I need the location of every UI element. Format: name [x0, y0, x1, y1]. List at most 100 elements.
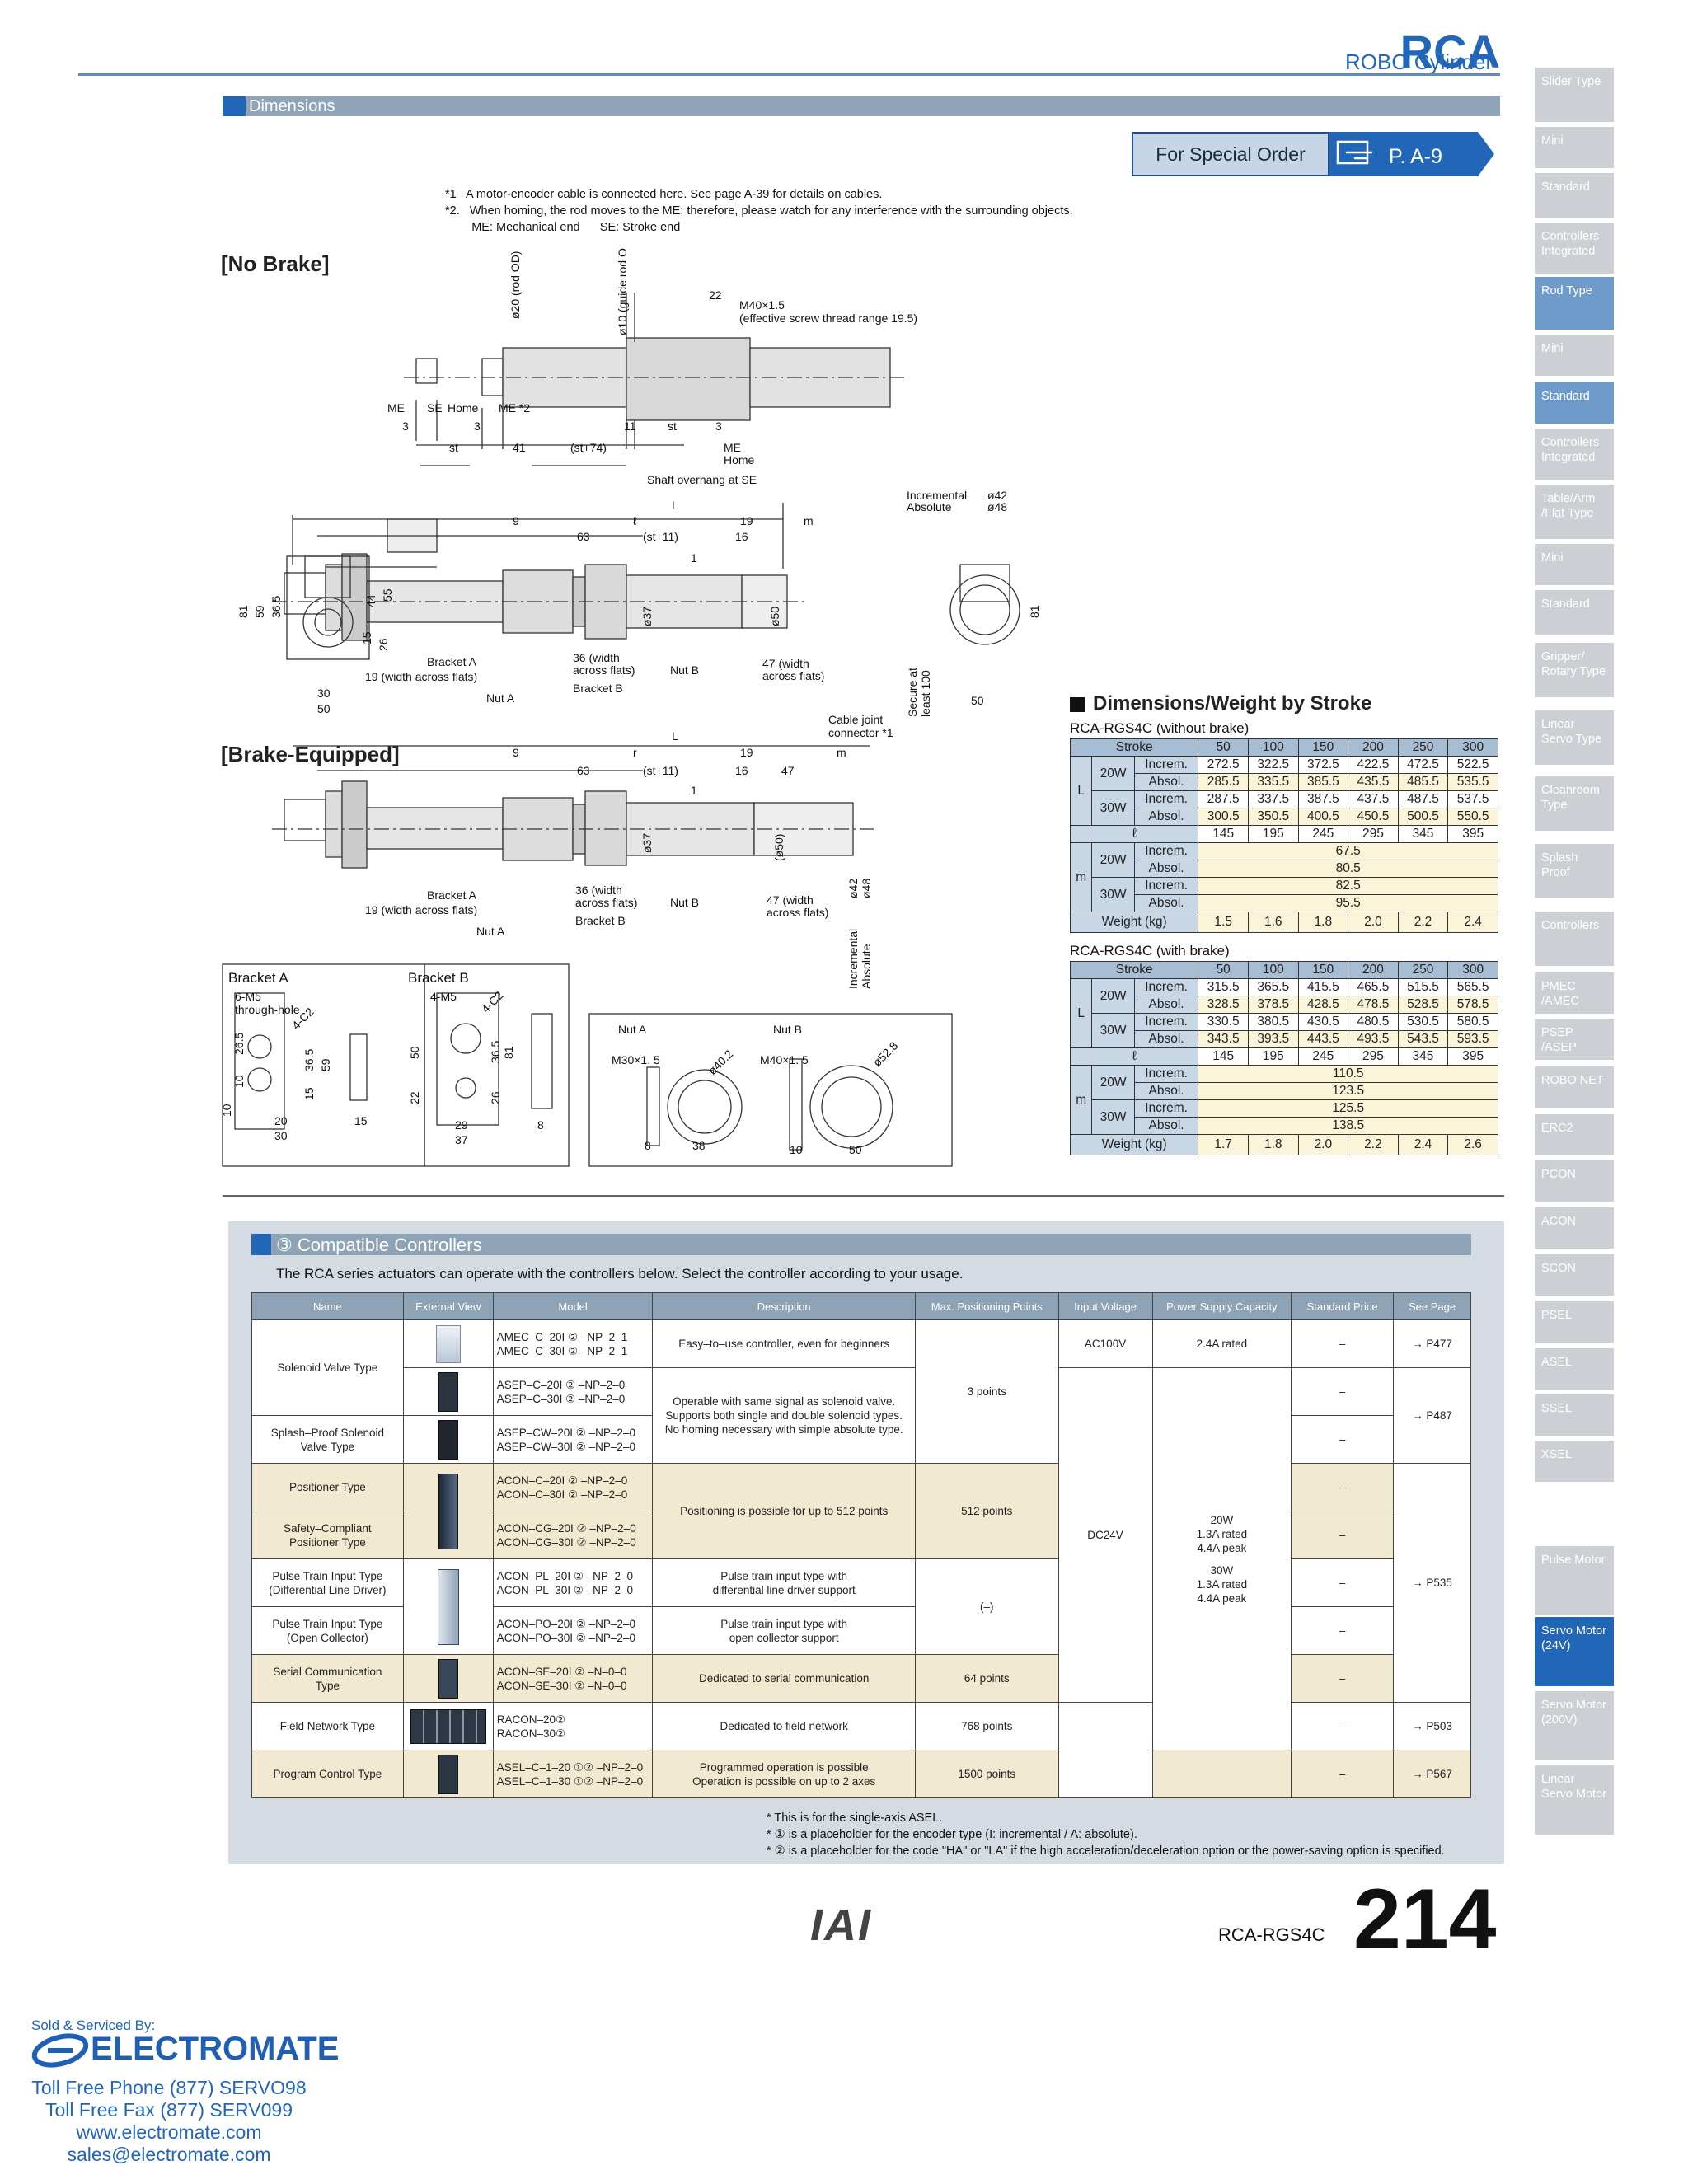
nav-controllers[interactable]: Controllers — [1535, 912, 1614, 966]
nav-xsel[interactable]: XSEL — [1535, 1441, 1614, 1482]
br-63: 63 — [577, 764, 590, 777]
controller-image — [402, 1750, 494, 1798]
nav-erc2[interactable]: ERC2 — [1535, 1114, 1614, 1155]
dims-section: Dimensions/Weight by Stroke RCA-RGS4C (w… — [1069, 692, 1498, 1155]
nb-50b: 50 — [317, 702, 331, 715]
nav-ssel[interactable]: SSEL — [1535, 1394, 1614, 1436]
nav-slider-type[interactable]: Slider Type — [1535, 68, 1614, 122]
lbl-se: SE — [427, 401, 443, 415]
nb-81b: 81 — [1028, 605, 1041, 618]
controller-image — [402, 1654, 494, 1703]
nut-m40: M40×1. 5 — [760, 1053, 809, 1066]
special-page: P. A-9 — [1389, 145, 1442, 168]
nb-w47b: across flats) — [762, 669, 824, 682]
br-w47: 47 (width — [767, 893, 814, 907]
nb-63: 63 — [577, 530, 590, 543]
br-L: L — [672, 729, 678, 743]
nav-pcon[interactable]: PCON — [1535, 1160, 1614, 1202]
br-19: 19 — [740, 746, 753, 759]
nb-50: ø50 — [768, 607, 781, 626]
nav-rod-type[interactable]: Rod Type — [1535, 277, 1614, 330]
nav-table-arm[interactable]: Table/Arm /Flat Type — [1535, 485, 1614, 539]
nb-42: ø42 — [987, 489, 1007, 502]
nav-psel[interactable]: PSEL — [1535, 1301, 1614, 1343]
nav-gripper[interactable]: Gripper/ Rotary Type — [1535, 643, 1614, 697]
br-nutA: Nut A — [476, 925, 505, 938]
nb-50c: 50 — [971, 694, 984, 707]
nb-nutB: Nut B — [670, 663, 699, 677]
nut-528: ø52.8 — [870, 1038, 901, 1069]
electromate-logo-icon — [31, 2033, 89, 2068]
lbl-3b: 3 — [474, 419, 481, 433]
nb-nutA: Nut A — [486, 691, 515, 705]
br-1: 1 — [691, 784, 697, 797]
lbl-st: st — [449, 441, 458, 454]
nav-acon[interactable]: ACON — [1535, 1207, 1614, 1249]
nav-table-standard[interactable]: Standard — [1535, 590, 1614, 635]
br-9: 9 — [513, 746, 519, 759]
lbl-3: 3 — [402, 419, 409, 433]
bk-15: 15 — [302, 1087, 316, 1100]
nav-table-mini[interactable]: Mini — [1535, 544, 1614, 585]
controller-footnotes: * This is for the single-axis ASEL. * ① … — [767, 1811, 1445, 1858]
bk-29: 29 — [455, 1118, 468, 1132]
nav-rod-controllers[interactable]: Controllers Integrated — [1535, 429, 1614, 480]
nav-slider-mini[interactable]: Mini — [1535, 127, 1614, 168]
nb-abs: Absolute — [907, 500, 952, 513]
iai-logo: IAI — [810, 1900, 873, 1950]
bk-10b: 10 — [220, 1104, 233, 1117]
lbl-me2: ME *2 — [499, 401, 530, 415]
brand-subtitle: ROBO Cylinder — [1345, 49, 1493, 74]
electromate-name: ELECTROMATE — [91, 2031, 340, 2067]
nav-pmec[interactable]: PMEC /AMEC — [1535, 972, 1614, 1014]
bk-m5b: 4-M5 — [430, 990, 457, 1003]
lbl-m40b: (effective screw thread range 19.5) — [739, 312, 917, 325]
nav-slider-controllers[interactable]: Controllers Integrated — [1535, 223, 1614, 274]
nb-w19: 19 (width across flats) — [365, 670, 477, 683]
page-number: 214 — [1353, 1872, 1497, 1967]
website-link[interactable]: www.electromate.com — [76, 2121, 262, 2143]
lbl-home2: Home — [724, 453, 755, 466]
nut-a-label: Nut A — [618, 1023, 647, 1036]
bk-10: 10 — [232, 1075, 246, 1088]
nut-38: 38 — [692, 1139, 706, 1152]
nb-inc: Incremental — [907, 489, 967, 502]
nav-splash-proof[interactable]: Splash Proof — [1535, 844, 1614, 898]
controller-image — [402, 1415, 494, 1464]
nut-8: 8 — [645, 1139, 651, 1152]
nav-psep[interactable]: PSEP /ASEP — [1535, 1019, 1614, 1060]
nb-secure2: least 100 — [919, 670, 932, 717]
lbl-home: Home — [448, 401, 479, 415]
nav-slider-standard[interactable]: Standard — [1535, 173, 1614, 218]
nav-pulse-motor[interactable]: Pulse Motor — [1535, 1546, 1614, 1615]
nut-m30: M30×1. 5 — [612, 1053, 660, 1066]
no-brake-heading: [No Brake] — [221, 251, 330, 276]
nav-robonet[interactable]: ROBO NET — [1535, 1066, 1614, 1108]
footer-model: RCA-RGS4C — [1218, 1924, 1325, 1945]
email-link[interactable]: sales@electromate.com — [67, 2144, 271, 2165]
special-order-link[interactable]: P. A-9 — [1329, 132, 1494, 176]
br-r: r — [633, 746, 637, 759]
nav-cleanroom[interactable]: Cleanroom Type — [1535, 776, 1614, 831]
bk-m5a2: through-hole — [235, 1003, 300, 1016]
nb-st11: (st+11) — [643, 530, 678, 543]
nav-rod-mini[interactable]: Mini — [1535, 335, 1614, 376]
note-3: ME: Mechanical end SE: Stroke end — [445, 221, 681, 234]
nav-linear-servo-motor[interactable]: Linear Servo Motor — [1535, 1765, 1614, 1835]
nav-asel[interactable]: ASEL — [1535, 1348, 1614, 1390]
nav-servo-24v[interactable]: Servo Motor (24V) — [1535, 1617, 1614, 1686]
row-name: Solenoid Valve Type — [251, 1319, 404, 1416]
dims-title: Dimensions/Weight by Stroke — [1093, 692, 1372, 715]
nav-servo-200v[interactable]: Servo Motor (200V) — [1535, 1691, 1614, 1760]
nav-rod-standard[interactable]: Standard — [1535, 382, 1614, 424]
lbl-rod-od: ø20 (rod OD) — [509, 251, 522, 319]
nb-30: 30 — [317, 687, 331, 700]
br-w36: 36 (width — [575, 883, 622, 897]
nav-linear-servo-type[interactable]: Linear Servo Type — [1535, 710, 1614, 765]
nav-scon[interactable]: SCON — [1535, 1254, 1614, 1296]
fax: Toll Free Fax (877) SERV099 — [45, 2099, 293, 2121]
br-inc: Incremental — [846, 929, 860, 989]
nb-w36b: across flats) — [573, 663, 635, 677]
br-m: m — [837, 746, 846, 759]
